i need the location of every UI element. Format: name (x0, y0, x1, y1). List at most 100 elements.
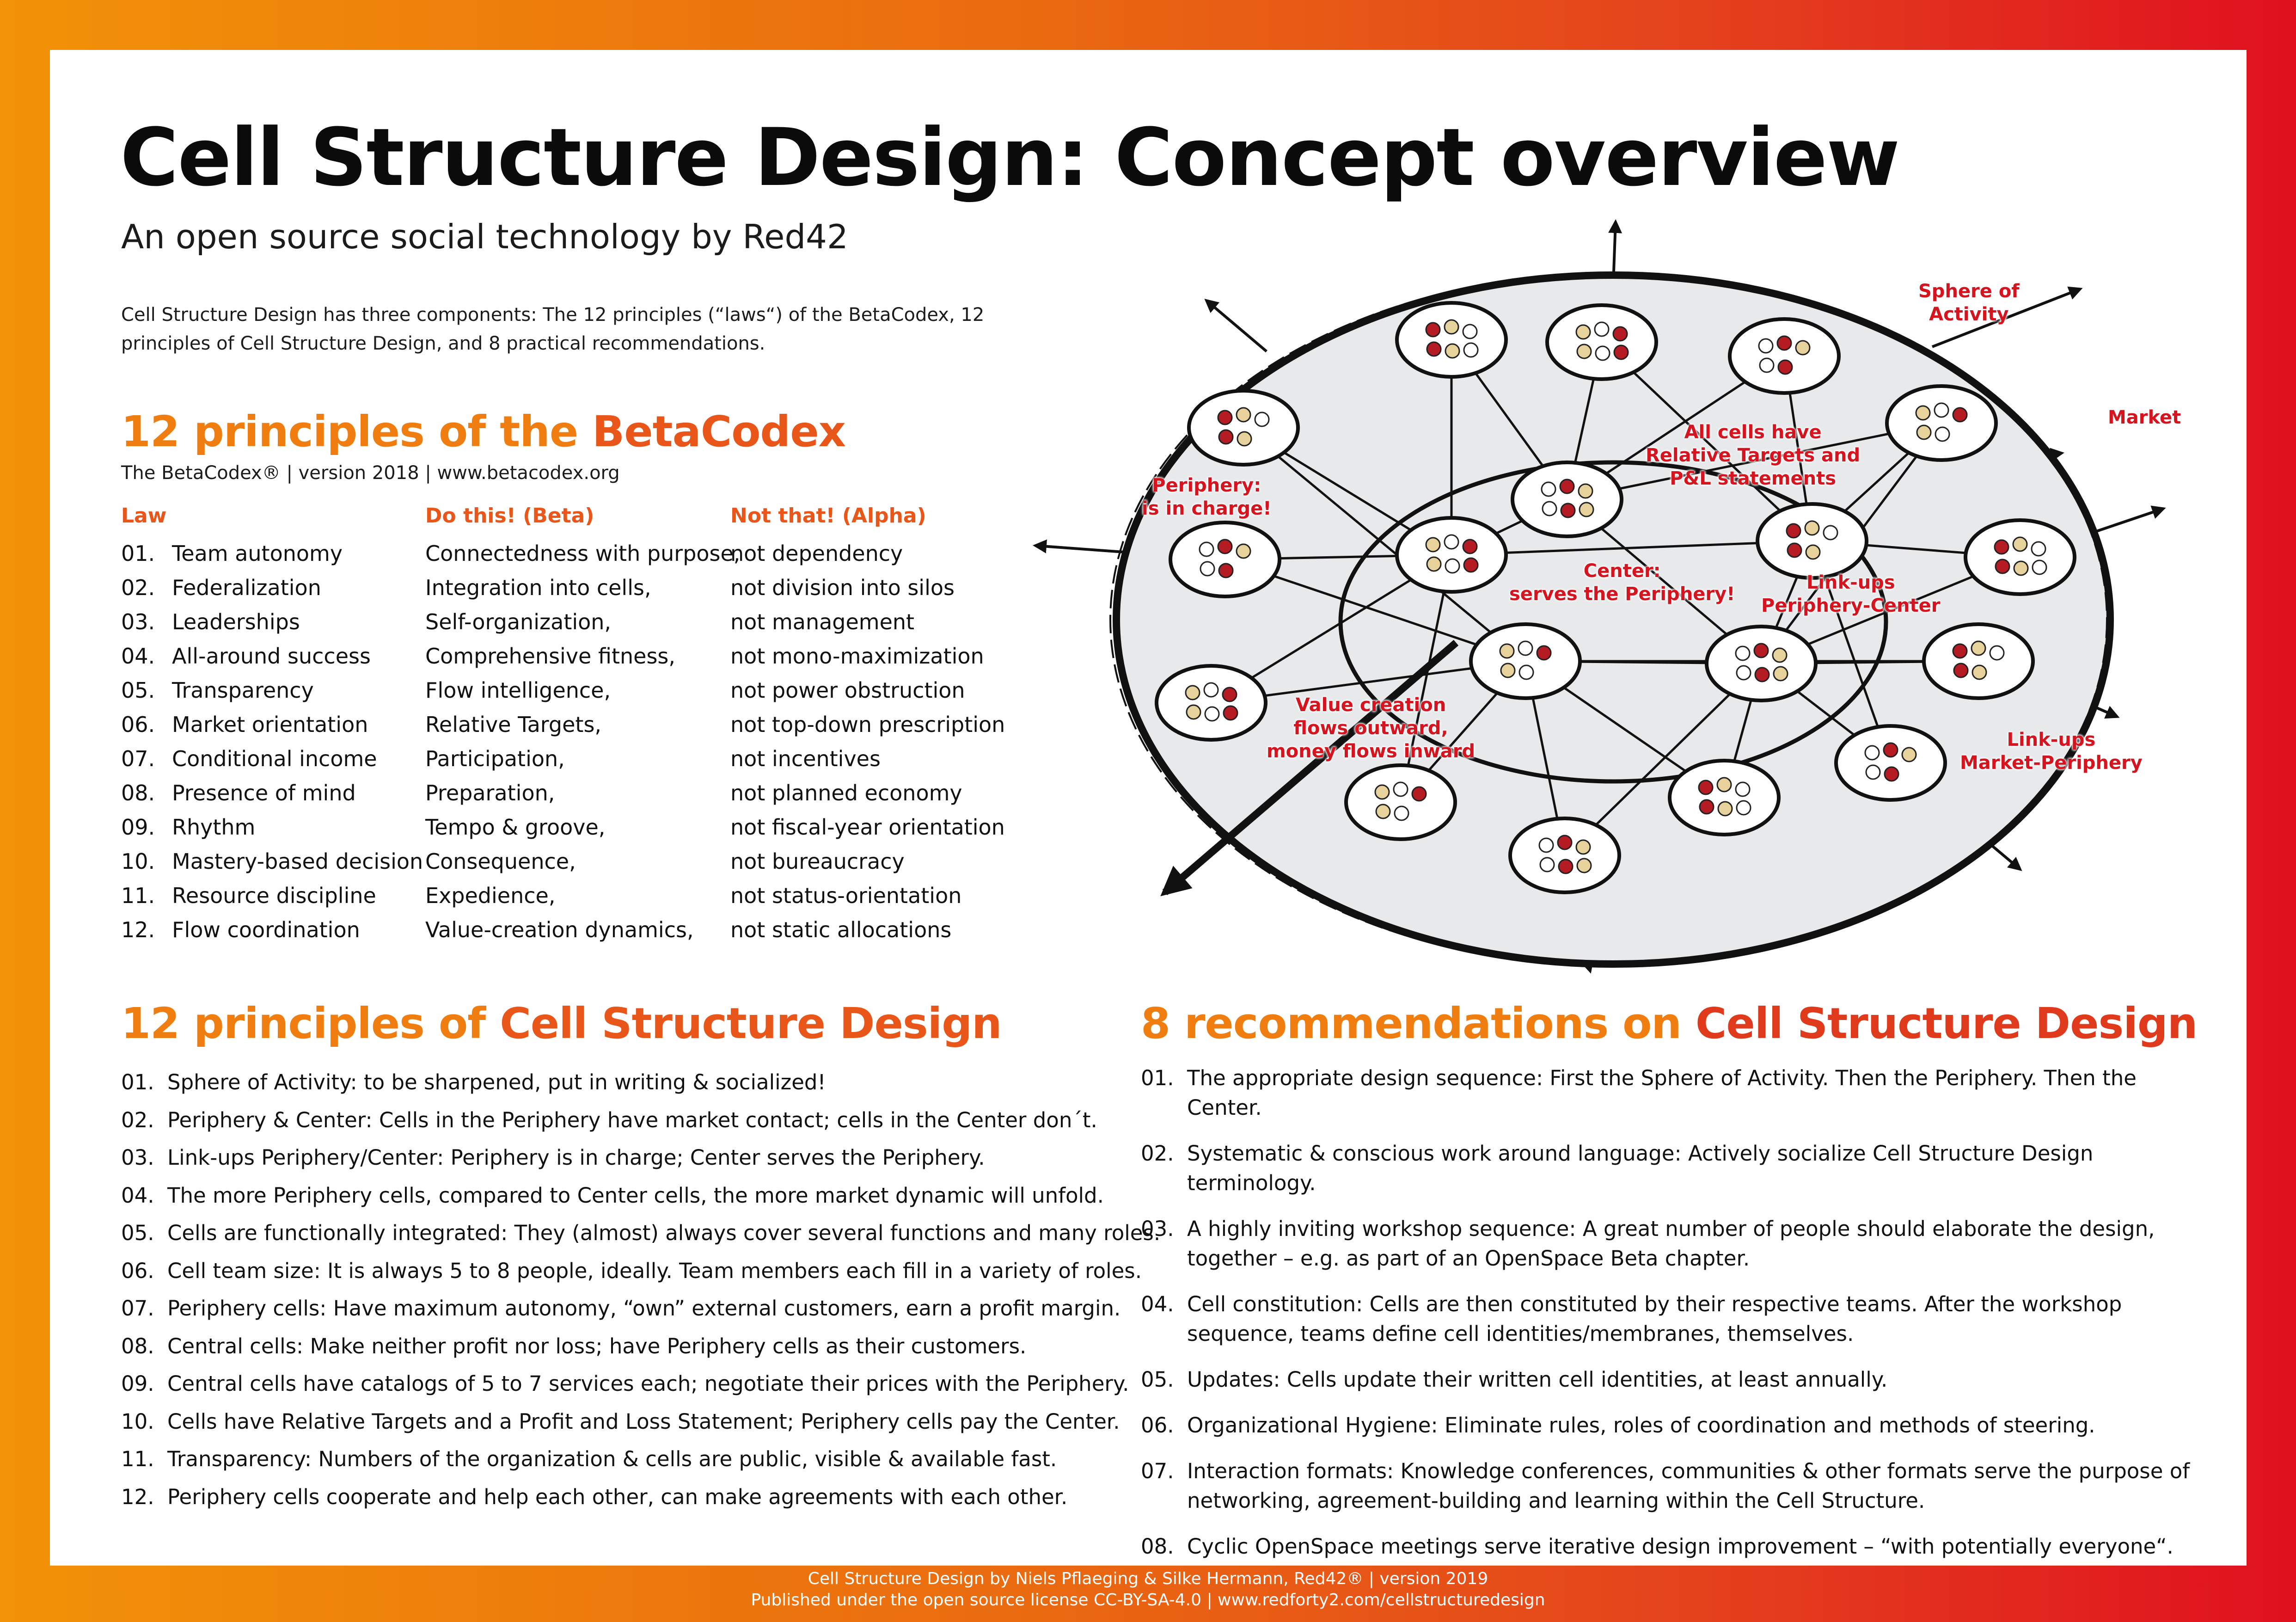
law-beta: Self-organization, (425, 609, 612, 634)
team-member-face-icon (1426, 556, 1442, 572)
team-member-face-icon (1236, 407, 1251, 423)
betacodex-heading-part1: 12 principles of the (121, 407, 593, 456)
team-member-face-icon (1934, 402, 1949, 418)
team-member-face-icon (1394, 805, 1409, 821)
sphere-sketch-stroke (1109, 273, 2108, 966)
footer-credits: Cell Structure Design by Niels Pflaeging… (0, 1568, 2296, 1611)
team-member-face-icon (1786, 523, 1801, 539)
team-member-face-icon (1595, 345, 1610, 361)
value-flow-arrow (1160, 639, 1459, 897)
team-member-face-icon (1736, 665, 1751, 681)
law-alpha: not bureaucracy (730, 849, 905, 874)
law-name: Resource discipline (172, 883, 376, 908)
team-member-face-icon (1445, 558, 1460, 574)
team-member-face-icon (1425, 537, 1441, 553)
team-member-face-icon (2032, 559, 2047, 575)
team-member-face-icon (1223, 705, 1238, 721)
team-member-face-icon (1185, 685, 1200, 700)
team-member-face-icon (1971, 664, 1987, 680)
team-member-face-icon (1736, 800, 1751, 816)
team-member-face-icon (1222, 687, 1237, 702)
label-linkups-mp-text: Link-ups Market-Periphery (1960, 729, 2143, 774)
team-member-face-icon (1884, 766, 1899, 782)
team-member-face-icon (1994, 539, 2009, 555)
team-member-face-icon (1989, 645, 2005, 661)
label-sphere-text: Sphere of Activity (1918, 281, 2020, 325)
team-member-face-icon (1538, 837, 1554, 853)
cell (1155, 664, 1267, 742)
team-member-face-icon (1462, 324, 1478, 339)
team-member-face-icon (1558, 859, 1574, 874)
item-number: 02. (1141, 1141, 1174, 1166)
cell (1834, 724, 1947, 802)
item-number: 07. (121, 1296, 154, 1321)
law-alpha: not division into silos (730, 575, 955, 600)
law-name: Transparency (172, 678, 314, 703)
item-text: Periphery cells cooperate and help each … (167, 1484, 1068, 1509)
link-up-line (1399, 554, 1453, 803)
team-member-face-icon (1594, 321, 1610, 337)
law-alpha: not power obstruction (730, 678, 965, 703)
law-name: Rhythm (172, 815, 256, 840)
footer-line-2: Published under the open source license … (751, 1591, 1545, 1610)
item-text: Periphery & Center: Cells in the Periphe… (167, 1107, 1097, 1132)
team-member-face-icon (2031, 541, 2046, 557)
law-number: 07. (121, 746, 155, 771)
team-member-face-icon (1518, 664, 1534, 680)
cell (1756, 502, 1868, 580)
cell (1469, 622, 1582, 700)
label-center: Center: serves the Periphery! (1509, 559, 1735, 606)
team-member-face-icon (1499, 643, 1515, 659)
cell-structure-diagram: Sphere of Activity Market Periphery: is … (1026, 203, 2191, 999)
cell-membrane (1834, 724, 1947, 802)
team-member-face-icon (1777, 359, 1793, 375)
law-beta: Flow intelligence, (425, 678, 611, 703)
team-member-face-icon (1971, 640, 1986, 656)
team-member-face-icon (1805, 544, 1821, 560)
law-number: 04. (121, 644, 155, 669)
law-alpha: not dependency (730, 541, 903, 566)
list-item: 07.Periphery cells: Have maximum autonom… (121, 1290, 1138, 1327)
team-member-face-icon (1575, 324, 1591, 340)
betacodex-heading: 12 principles of the BetaCodex (121, 407, 846, 456)
team-member-face-icon (1795, 340, 1811, 356)
team-member-face-icon (1204, 706, 1220, 722)
law-number: 01. (121, 541, 155, 566)
rec-heading-part2: Cell Structure Design (1695, 999, 2198, 1048)
item-text: Cell constitution: Cells are then consti… (1187, 1292, 2122, 1346)
list-item: 06.Organizational Hygiene: Eliminate rul… (1141, 1411, 2204, 1440)
link-up-line (1601, 341, 1813, 542)
law-name: Leaderships (172, 609, 300, 634)
cell (1395, 301, 1508, 379)
law-number: 08. (121, 780, 155, 805)
cell-membrane (1545, 303, 1658, 381)
cell-membrane (1187, 389, 1300, 467)
item-number: 05. (1141, 1367, 1174, 1392)
cell-membrane (1395, 301, 1508, 379)
cell (1169, 521, 1281, 598)
list-item: 04.The more Periphery cells, compared to… (121, 1177, 1138, 1215)
law-alpha: not static allocations (730, 917, 952, 942)
team-member-face-icon (1425, 322, 1441, 338)
team-member-face-icon (1218, 563, 1234, 578)
law-name: Presence of mind (172, 780, 356, 805)
team-member-face-icon (2012, 536, 2028, 552)
law-number: 12. (121, 917, 155, 942)
label-linkups-market-periphery: Link-ups Market-Periphery (1960, 728, 2143, 774)
item-text: Link-ups Periphery/Center: Periphery is … (167, 1145, 985, 1170)
cell (1511, 461, 1623, 538)
market-link-arrow (1204, 299, 1267, 353)
law-name: Federalization (172, 575, 321, 600)
item-number: 04. (121, 1183, 154, 1208)
list-item: 01.Sphere of Activity: to be sharpened, … (121, 1063, 1138, 1101)
cell-membrane (1169, 521, 1281, 598)
list-item: 01.The appropriate design sequence: Firs… (1141, 1063, 2204, 1123)
footer-line-1: Cell Structure Design by Niels Pflaeging… (808, 1569, 1488, 1588)
list-item: 03.Link-ups Periphery/Center: Periphery … (121, 1139, 1138, 1177)
